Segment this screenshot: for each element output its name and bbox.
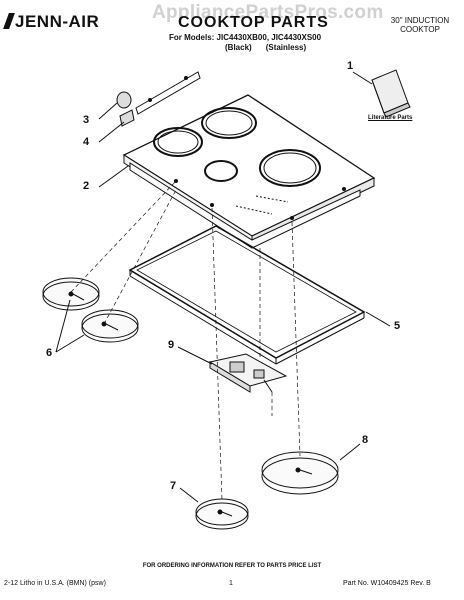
leader-line-9 — [177, 346, 213, 365]
callout-2: 2 — [83, 180, 90, 192]
callout-9: 9 — [168, 339, 175, 351]
page-number: 1 — [229, 580, 233, 587]
callout-6: 6 — [46, 347, 53, 359]
leader-line-7 — [179, 487, 199, 503]
induction-coil-large — [261, 451, 339, 495]
mounting-bracket — [116, 71, 201, 127]
brand-logo: JENN-AIR — [3, 12, 100, 32]
models-line: For Models: JIC4430XB00, JIC4430XS00 — [169, 33, 322, 42]
leader-line-5 — [365, 311, 391, 327]
induction-coil-small-b — [81, 309, 139, 343]
literature-parts-label: Literature Parts — [368, 115, 413, 121]
callout-3: 3 — [83, 114, 90, 126]
watermark: AppliancePartsPros.com — [152, 2, 384, 23]
part-number: Part No. W10409425 Rev. B — [343, 580, 431, 587]
assembly-lines — [70, 180, 301, 501]
model-variants: (Black) (Stainless) — [225, 43, 320, 52]
leader-line-8 — [339, 443, 361, 461]
callout-4: 4 — [83, 136, 90, 148]
leader-line-4 — [98, 121, 125, 143]
leader-line-2 — [98, 165, 129, 188]
leader-line-6a — [55, 299, 71, 353]
callout-5: 5 — [394, 320, 401, 332]
callout-1: 1 — [347, 60, 354, 72]
ordering-note: FOR ORDERING INFORMATION REFER TO PARTS … — [142, 563, 322, 569]
litho-info: 2-12 Litho in U.S.A. (BMN) (psw) — [4, 580, 106, 587]
variant-stainless: (Stainless) — [265, 43, 307, 52]
leader-line-6b — [55, 334, 85, 353]
callout-8: 8 — [362, 434, 369, 446]
callout-7: 7 — [170, 480, 177, 492]
page-title: COOKTOP PARTS — [178, 14, 329, 31]
glass-cooktop — [122, 94, 376, 249]
gasket-frame — [128, 225, 366, 365]
leader-line-3 — [98, 102, 118, 120]
induction-coil-medium — [195, 498, 249, 530]
control-board — [208, 353, 288, 393]
variant-black: (Black) — [225, 43, 252, 52]
leader-line-1 — [352, 71, 373, 85]
induction-coil-small-a — [42, 277, 100, 311]
literature-book — [371, 69, 411, 118]
brand-text: JENN-AIR — [15, 12, 100, 31]
product-subtitle: 30" INDUCTION COOKTOP — [390, 16, 450, 34]
